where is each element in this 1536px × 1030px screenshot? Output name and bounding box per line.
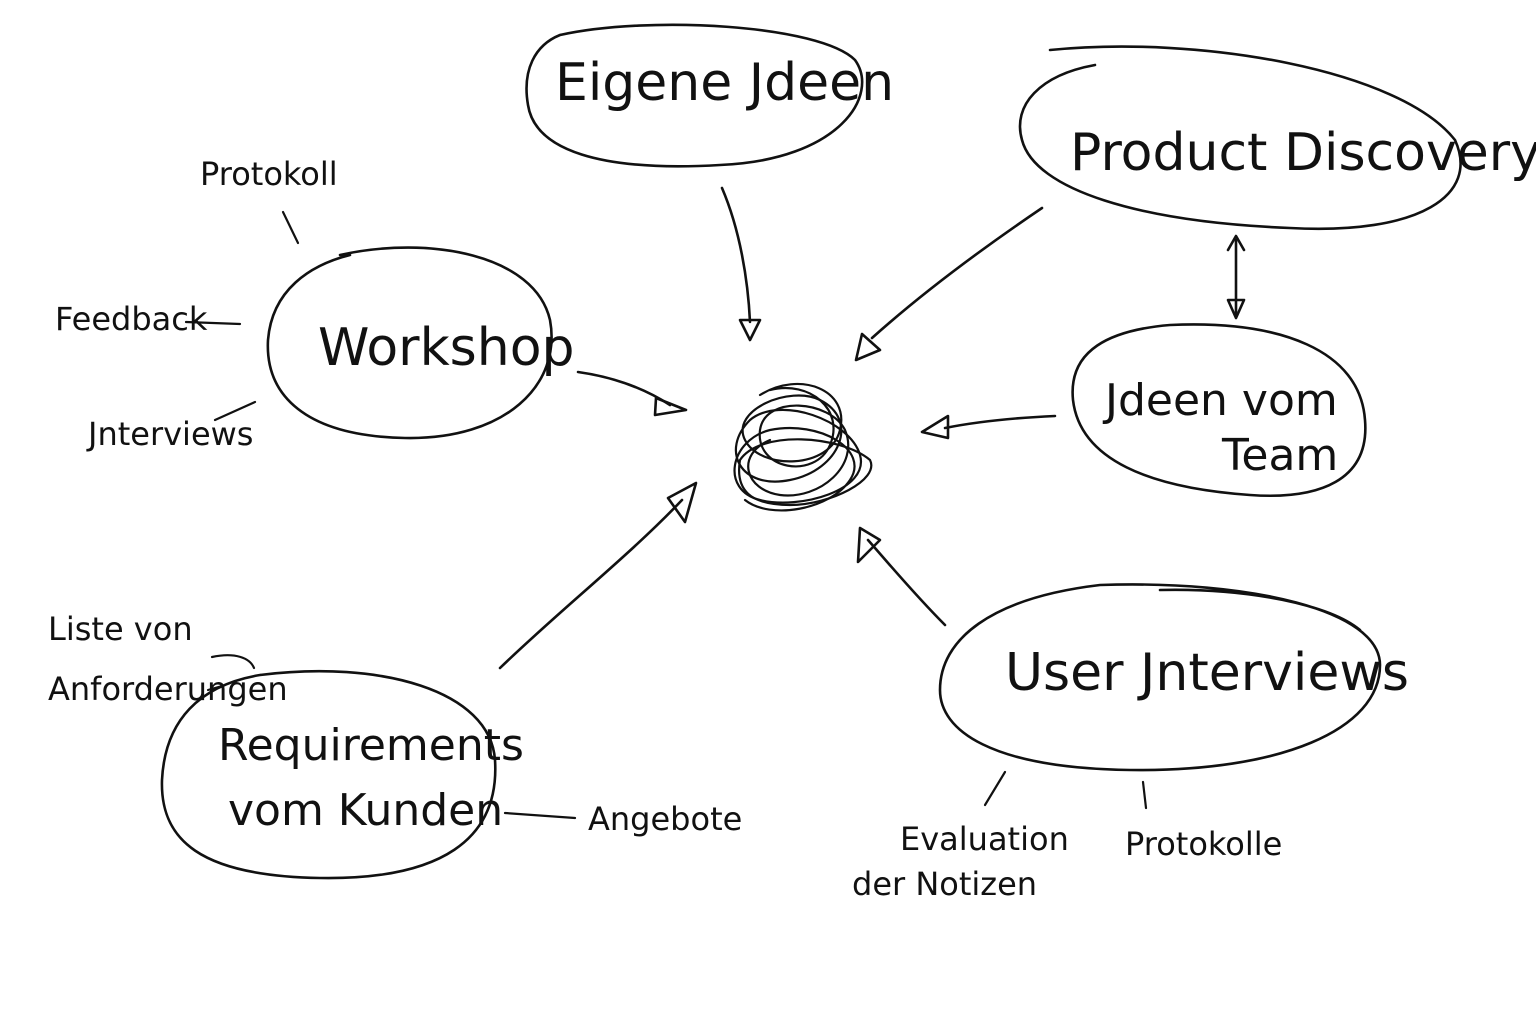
- node-eigene-ideen: Eigene Jdeen: [525, 23, 894, 168]
- arrow-product-discovery-to-center: [854, 206, 1044, 362]
- node-user-interviews-label: User Jnterviews: [1005, 643, 1409, 703]
- annotation-feedback: Feedback: [55, 300, 208, 338]
- node-ideen-vom-team-line1: Jdeen vom: [1102, 375, 1338, 426]
- node-ideen-vom-team-line2: Team: [1221, 430, 1338, 481]
- arrow-workshop-to-center: [576, 370, 688, 417]
- annotations-workshop: Protokoll Feedback Jnterviews: [55, 155, 338, 453]
- node-workshop: Workshop: [266, 246, 575, 440]
- node-requirements-line1: Requirements: [218, 720, 524, 771]
- node-workshop-label: Workshop: [318, 318, 575, 378]
- annotation-interviews: Jnterviews: [86, 415, 253, 453]
- node-workshop-outline: [266, 246, 553, 440]
- annotation-protokolle: Protokolle: [1125, 825, 1282, 863]
- node-eigene-ideen-outline: [525, 23, 864, 168]
- node-ideen-vom-team: Jdeen vom Team: [1071, 323, 1367, 497]
- annotation-evaluation-line2: der Notizen: [852, 865, 1037, 903]
- node-product-discovery-outline: [1018, 45, 1462, 231]
- arrow-ideen-team-to-center: [920, 414, 1057, 440]
- arrow-product-discovery-to-ideen-team: [1226, 234, 1246, 320]
- node-user-interviews: User Jnterviews: [938, 583, 1409, 772]
- annotations-requirements: Liste von Anforderungen Angebote: [48, 610, 742, 838]
- arrow-user-interviews-to-center: [856, 526, 947, 627]
- node-requirements-outline: [160, 669, 497, 880]
- annotations-user-interviews: Evaluation der Notizen Protokolle: [852, 770, 1282, 903]
- arrows: [498, 186, 1246, 670]
- node-eigene-ideen-label: Eigene Jdeen: [555, 53, 894, 113]
- central-scribble: [733, 382, 873, 512]
- annotation-liste-line2: Anforderungen: [48, 670, 288, 708]
- node-product-discovery: Product Discovery: [1018, 45, 1536, 231]
- annotation-angebote: Angebote: [588, 800, 742, 838]
- node-requirements: Requirements vom Kunden: [160, 669, 524, 880]
- node-requirements-line2: vom Kunden: [228, 785, 503, 836]
- node-ideen-vom-team-outline: [1071, 323, 1367, 497]
- arrow-requirements-to-center: [498, 481, 698, 670]
- annotation-evaluation-line1: Evaluation: [900, 820, 1069, 858]
- annotation-liste-line1: Liste von: [48, 610, 193, 648]
- node-product-discovery-label: Product Discovery: [1070, 123, 1536, 183]
- arrow-eigene-ideen-to-center: [720, 186, 762, 342]
- annotation-protokoll: Protokoll: [200, 155, 338, 193]
- node-user-interviews-outline: [938, 583, 1382, 772]
